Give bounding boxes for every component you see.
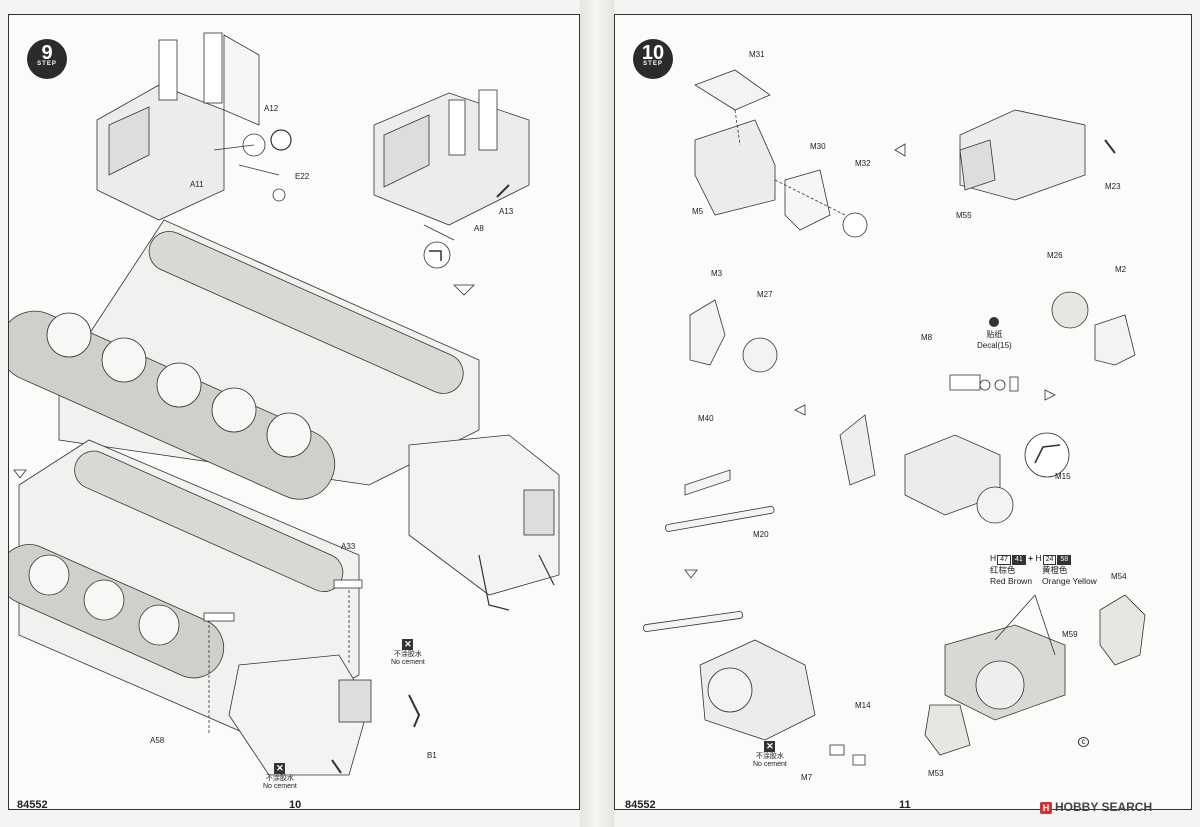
no-cement-note: ✕ 不涂胶水 No cement: [391, 639, 425, 667]
hull-with-tracks-upper: [9, 219, 560, 611]
side-plates: [689, 291, 1136, 373]
paint-h1-prefix: H: [990, 553, 997, 563]
product-code: 84552: [625, 799, 656, 811]
part-label-a11: A11: [190, 180, 204, 189]
step-word: STEP: [37, 61, 57, 67]
part-label-m2: M2: [1115, 265, 1127, 274]
part-label-a12: A12: [264, 104, 279, 113]
hull-with-tracks-lower: [9, 439, 421, 776]
part-label-m31: M31: [749, 50, 765, 59]
part-label-m3: M3: [711, 269, 723, 278]
step-badge: 9 STEP: [27, 39, 67, 79]
gearbox-assembled-top: [959, 109, 1116, 201]
no-cement-icon: ✕: [764, 741, 776, 752]
gearbox-final-assembly-right: [924, 594, 1146, 756]
no-cement-en: No cement: [753, 761, 787, 769]
part-label-a8: A8: [474, 224, 484, 233]
color-1-en: Red Brown: [990, 575, 1033, 586]
step-badge: 10 STEP: [633, 39, 673, 79]
step-number: 10: [641, 42, 665, 64]
no-cement-icon: ✕: [402, 639, 414, 650]
part-label-m30: M30: [810, 142, 826, 151]
no-cement-cn: 不涂胶水: [393, 651, 422, 658]
decal-icon: [989, 317, 1000, 327]
paint-code: 58: [1057, 555, 1072, 566]
paint-code: 47: [997, 555, 1011, 566]
no-cement-en: No cement: [263, 783, 297, 791]
step-number: 9: [41, 42, 53, 64]
color-2-cn: 黄橙色: [1042, 565, 1068, 576]
page-number: 10: [289, 799, 302, 811]
paint-code: 24: [1042, 555, 1057, 566]
part-label-m55: M55: [956, 211, 972, 220]
part-label-b1: B1: [427, 751, 437, 760]
plus-sign: +: [1028, 553, 1034, 563]
paint-h2-prefix: H: [1035, 553, 1042, 563]
no-cement-note: ✕ 不涂胶水 No cement: [263, 763, 297, 791]
part-label-m32: M32: [855, 159, 871, 168]
callout-c: c: [1078, 737, 1089, 747]
part-label-m20: M20: [753, 530, 769, 539]
decal-en: Decal(15): [977, 340, 1012, 350]
no-cement-cn: 不涂胶水: [755, 753, 784, 760]
decal-cn: 贴纸: [986, 330, 1003, 340]
transmission-housing-exploded: [694, 69, 868, 238]
no-cement-note: ✕ 不涂胶水 No cement: [753, 741, 787, 769]
part-label-m23: M23: [1105, 182, 1121, 191]
book-gutter: [580, 0, 614, 827]
part-label-a13: A13: [499, 207, 514, 216]
part-label-m40: M40: [698, 414, 714, 423]
engine-deck-assembly-right: [373, 89, 530, 269]
part-label-m54: M54: [1111, 572, 1127, 581]
page-number: 11: [899, 799, 911, 811]
part-label-m15: M15: [1055, 472, 1071, 481]
shaft-parts: [665, 469, 775, 532]
no-cement-cn: 不涂胶水: [265, 775, 294, 782]
part-label-a33: A33: [341, 542, 356, 551]
part-label-m53: M53: [928, 769, 944, 778]
decal-note: 贴纸 Decal(15): [977, 317, 1012, 351]
part-label-m59: M59: [1062, 630, 1078, 639]
part-label-m5: M5: [692, 207, 704, 216]
part-label-m26: M26: [1047, 251, 1063, 260]
color-1-cn: 红棕色: [990, 565, 1016, 576]
instruction-page-right: 10 STEP M31 M30 M32 M5 M23 M55 M3 M27 M2…: [614, 14, 1192, 811]
instruction-page-left: 9 STEP A12 A11 E22 A13 A8 A33 A58 B1 ✕ 不…: [8, 14, 580, 811]
part-label-a58: A58: [150, 736, 165, 745]
paint-code: 41: [1011, 555, 1026, 566]
color-2-en: Orange Yellow: [1042, 575, 1097, 586]
part-label-m8: M8: [921, 333, 933, 342]
engine-deck-assembly-left: [96, 32, 292, 221]
product-code: 84552: [17, 799, 48, 811]
hobby-search-logo-icon: H: [1040, 802, 1052, 814]
step-9-drawing: [9, 32, 560, 776]
part-label-m7: M7: [801, 773, 813, 782]
no-cement-icon: ✕: [274, 763, 286, 774]
part-label-m27: M27: [757, 290, 773, 299]
step-word: STEP: [643, 61, 663, 67]
watermark-text: HOBBY SEARCH: [1055, 800, 1153, 814]
part-label-m14: M14: [855, 701, 871, 710]
step-10-drawing: [642, 69, 1146, 766]
no-cement-en: No cement: [391, 659, 425, 667]
part-label-e22: E22: [295, 172, 310, 181]
flow-arrow-down: [453, 284, 475, 296]
gearbox-center-assembly: [839, 374, 1070, 524]
gearbox-final-assembly-left: [642, 611, 866, 766]
